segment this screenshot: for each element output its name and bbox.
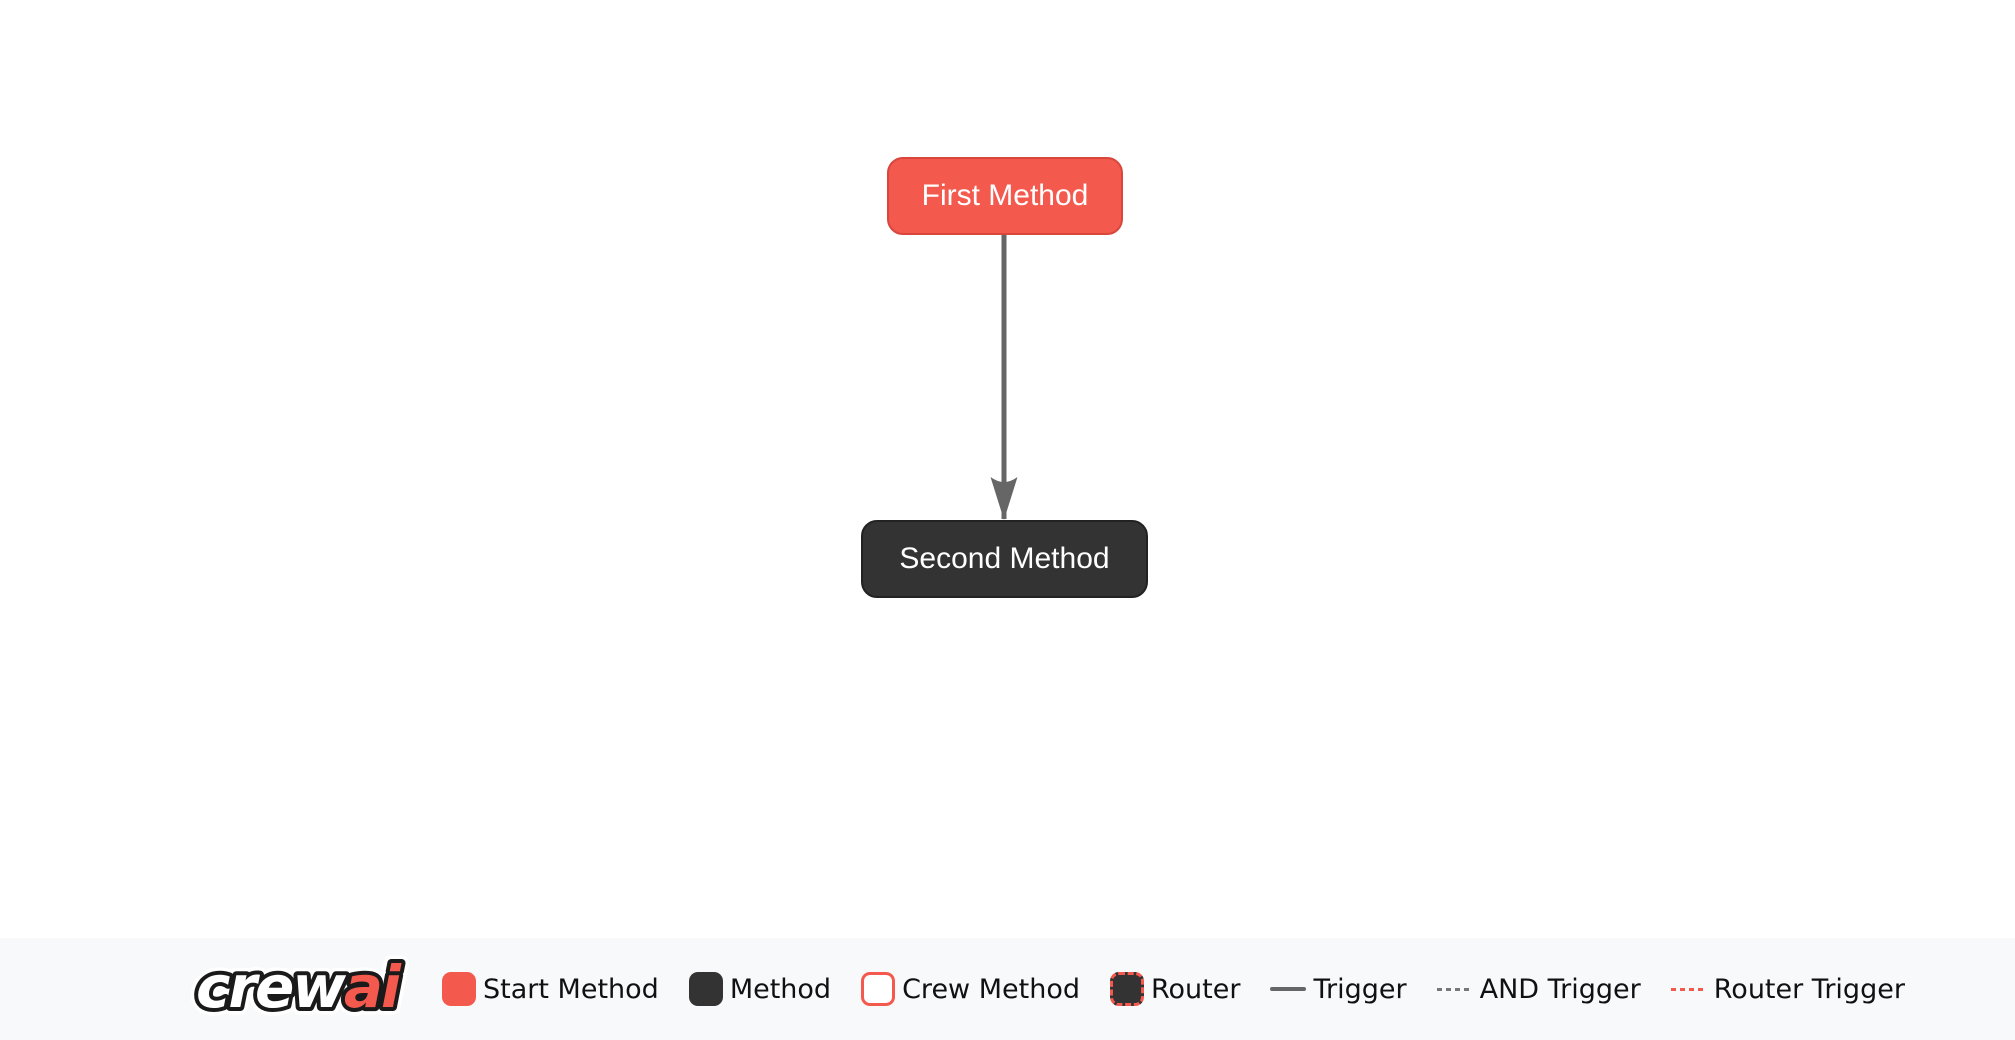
legend-item-router: Router <box>1109 972 1241 1006</box>
legend-item-start-method: Start Method <box>442 972 659 1006</box>
trigger-edge-first-to-second <box>990 235 1018 520</box>
legend-label: Router <box>1150 973 1241 1005</box>
flow-canvas[interactable]: First Method Second Method <box>0 0 2015 938</box>
and-trigger-line-icon <box>1436 987 1473 991</box>
legend-label: Crew Method <box>902 973 1080 1005</box>
arrowhead-icon <box>990 477 1018 520</box>
legend-item-crew-method: Crew Method <box>861 972 1080 1006</box>
legend-item-router-trigger: Router Trigger <box>1670 973 1905 1005</box>
legend-bar: crewai crewai crewai Start Method Method… <box>0 938 2015 1040</box>
start-method-swatch-icon <box>442 972 476 1006</box>
svg-text:crewai: crewai <box>196 953 402 1021</box>
legend-item-and-trigger: AND Trigger <box>1436 973 1641 1005</box>
crew-method-swatch-icon <box>861 972 896 1006</box>
legend-item-trigger: Trigger <box>1270 973 1407 1005</box>
node-second-method-label: Second Method <box>899 542 1110 575</box>
legend-label: Router Trigger <box>1713 973 1905 1005</box>
node-first-method-label: First Method <box>921 179 1089 212</box>
router-trigger-line-icon <box>1670 987 1707 991</box>
legend-label: AND Trigger <box>1479 973 1641 1005</box>
legend-item-method: Method <box>688 972 832 1006</box>
legend-label: Start Method <box>483 973 659 1005</box>
method-swatch-icon <box>688 972 723 1006</box>
legend-label: Trigger <box>1313 973 1407 1005</box>
trigger-line-icon <box>1270 987 1307 991</box>
legend-label: Method <box>729 973 832 1005</box>
router-swatch-icon <box>1109 972 1144 1006</box>
svg-text:crewai: crewai <box>196 953 402 1021</box>
node-first-method[interactable]: First Method <box>887 157 1123 235</box>
node-second-method[interactable]: Second Method <box>861 520 1148 598</box>
crewai-logo: crewai crewai crewai <box>190 947 412 1029</box>
